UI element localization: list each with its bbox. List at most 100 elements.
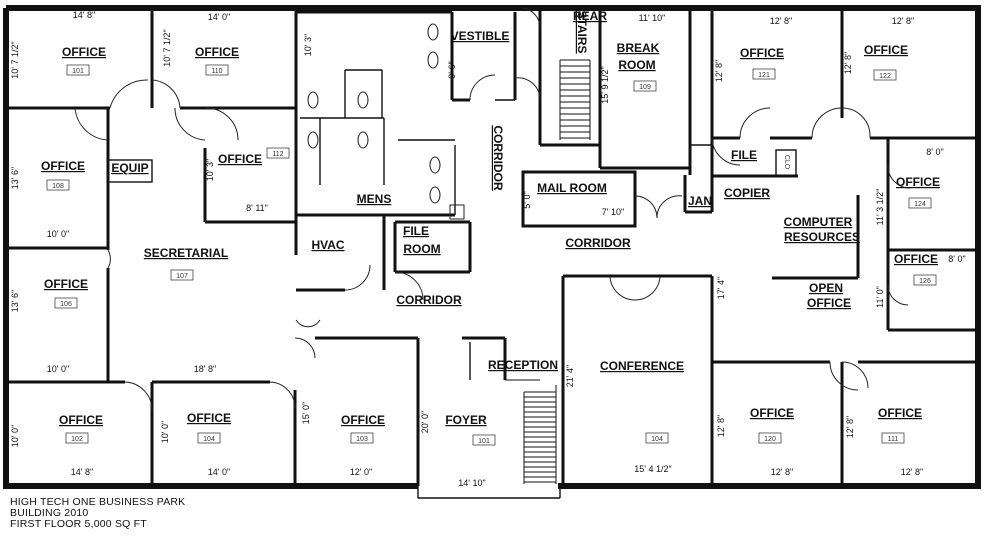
interior-walls xyxy=(6,8,978,486)
dimension-label: 9' 6" xyxy=(447,61,457,78)
closet-label: CLO xyxy=(783,155,790,170)
room-number-office-br2: 111 xyxy=(888,436,899,443)
room-number-office-tr2: 122 xyxy=(879,73,891,80)
room-label-office-mid: OFFICE xyxy=(218,152,262,166)
room-label-secretarial: SECRETARIAL xyxy=(144,246,228,260)
dimension-label: 15' 9 1/2" xyxy=(600,66,610,103)
dimension-label: 10' 3" xyxy=(205,159,215,181)
dimension-label: 12' 0" xyxy=(350,467,372,477)
small-labels: CLO xyxy=(783,155,790,170)
room-number-office-bl1: 102 xyxy=(71,436,83,443)
dimension-label: 14' 0" xyxy=(208,467,230,477)
room-label-reception: RECEPTION xyxy=(488,358,558,372)
room-label-corridor-v: CORRIDOR xyxy=(491,125,505,191)
floor-info: FIRST FLOOR 5,000 SQ FT xyxy=(10,518,147,530)
restroom-fixtures xyxy=(307,23,465,220)
room-number-foyer: 101 xyxy=(478,438,490,445)
dimension-label: 14' 8" xyxy=(71,467,93,477)
room-number-office-br1: 120 xyxy=(764,436,776,443)
room-label-copier: COPIER xyxy=(724,186,770,200)
room-number-office-r1: 124 xyxy=(914,201,926,208)
room-number-conference: 104 xyxy=(651,436,663,443)
dimension-label: 12' 8" xyxy=(716,415,726,437)
room-tag-box xyxy=(881,432,905,444)
room-label-break-2: ROOM xyxy=(618,58,655,72)
room-tag-box xyxy=(65,432,89,444)
room-label-office-r1: OFFICE xyxy=(896,175,940,189)
dimension-label: 11' 10" xyxy=(639,13,666,23)
room-label-office-l1: OFFICE xyxy=(41,159,85,173)
room-tag-box xyxy=(170,269,194,281)
dimension-label: 12' 8" xyxy=(843,52,853,74)
room-label-office-tl1: OFFICE xyxy=(62,45,106,59)
dimension-label: 12' 8" xyxy=(714,60,724,82)
dimension-label: 10' 0" xyxy=(47,229,69,239)
room-label-foyer: FOYER xyxy=(445,413,487,427)
dimension-label: 12' 8" xyxy=(771,467,793,477)
dimension-label: 10' 0" xyxy=(160,421,170,443)
room-labels: OFFICE OFFICE OFFICE EQUIP OFFICE OFFICE SECRE… xyxy=(41,9,940,427)
room-label-office-tl2: OFFICE xyxy=(195,45,239,59)
room-tag-box xyxy=(197,432,221,444)
room-number-office-mid: 112 xyxy=(272,151,283,158)
room-number-office-bl2: 104 xyxy=(203,436,215,443)
dimension-label: 12' 8" xyxy=(845,416,855,438)
room-label-corridor-w: CORRIDOR xyxy=(396,293,462,307)
exterior-walls xyxy=(3,5,981,499)
dimension-label: 13' 6" xyxy=(10,290,20,312)
plan-title-block: HIGH TECH ONE BUSINESS PARK BUILDING 201… xyxy=(10,497,185,530)
room-label-file-room-1: FILE xyxy=(403,224,429,238)
dimension-label: 20' 0" xyxy=(420,411,430,433)
room-number-break-2: 109 xyxy=(639,84,651,91)
dimension-label: 14' 0" xyxy=(208,12,230,22)
room-number-office-l2: 106 xyxy=(60,301,72,308)
room-tag-box xyxy=(752,68,776,80)
room-tag-box xyxy=(758,432,782,444)
dimension-label: 8' 0" xyxy=(926,147,943,157)
dimension-label: 10' 7 1/2" xyxy=(10,41,20,78)
room-tag-box xyxy=(66,64,90,76)
room-tag-box xyxy=(645,432,669,444)
dimension-label: 14' 8" xyxy=(73,10,95,20)
room-label-jan: JAN xyxy=(688,194,712,208)
dimension-label: 11' 3 1/2" xyxy=(875,189,885,226)
park-name: HIGH TECH ONE BUSINESS PARK xyxy=(10,496,186,508)
dimension-labels: 14' 8" 14' 0" 10' 7 1/2" 10' 7 1/2" 10' 3" 13… xyxy=(10,10,966,488)
dimension-label: 12' 8" xyxy=(892,16,914,26)
rear-stairs xyxy=(559,59,591,140)
room-label-office-b3: OFFICE xyxy=(341,413,385,427)
room-label-office-tr2: OFFICE xyxy=(864,43,908,57)
dimension-label: 10' 0" xyxy=(47,364,69,374)
room-label-corridor-c: CORRIDOR xyxy=(565,236,631,250)
dimension-label: 12' 8" xyxy=(901,467,923,477)
dimension-label: 11' 0" xyxy=(875,286,885,308)
room-tag-box xyxy=(633,80,657,92)
room-label-open-2: OFFICE xyxy=(807,296,851,310)
room-tag-box xyxy=(205,64,229,76)
front-stairs xyxy=(505,379,557,484)
room-label-comp-1: COMPUTER xyxy=(784,215,853,229)
room-number-secretarial: 107 xyxy=(176,273,188,280)
room-label-comp-2: RESOURCES xyxy=(784,230,860,244)
room-label-office-bl2: OFFICE xyxy=(187,411,231,425)
room-number-office-tr1: 121 xyxy=(758,72,770,79)
room-label-file-r: FILE xyxy=(731,148,757,162)
room-number-office-b3: 103 xyxy=(356,436,368,443)
dimension-label: 10' 7 1/2" xyxy=(162,29,172,66)
dimension-label: 8' 0" xyxy=(948,254,965,264)
room-label-rear-stairs-2: STAIRS xyxy=(575,10,589,53)
room-label-vestible: VESTIBLE xyxy=(451,29,510,43)
dimension-label: 10' 3" xyxy=(303,34,313,56)
room-number-office-tl2: 110 xyxy=(211,68,222,75)
room-label-mens: MENS xyxy=(357,192,392,206)
room-tag-box xyxy=(913,274,937,286)
room-tag-box xyxy=(472,434,496,446)
dimension-label: 15' 4 1/2" xyxy=(634,464,671,474)
room-label-office-l2: OFFICE xyxy=(44,277,88,291)
dimension-label: 14' 10" xyxy=(458,478,485,488)
room-label-office-tr1: OFFICE xyxy=(740,46,784,60)
room-label-office-br1: OFFICE xyxy=(750,406,794,420)
room-label-equip: EQUIP xyxy=(111,161,148,175)
room-tag-box xyxy=(908,197,932,209)
